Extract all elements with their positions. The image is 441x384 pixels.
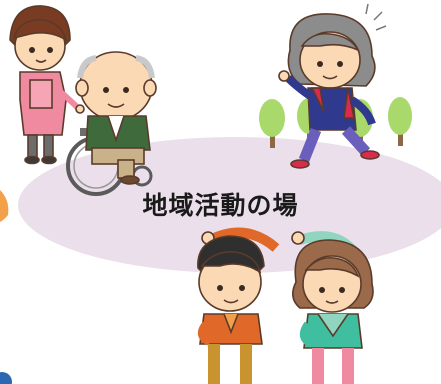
edge-ornament-orange xyxy=(0,190,9,222)
stretching-elder-woman-figure xyxy=(291,231,374,384)
edge-ornament-blue xyxy=(0,372,12,384)
tree-icon xyxy=(259,99,285,148)
caption-label: 地域活動の場 xyxy=(142,191,299,220)
stretching-elder-man-figure xyxy=(197,227,280,384)
tree-icon xyxy=(388,97,412,146)
running-elder-figure xyxy=(278,3,387,169)
wheelchair-elder-figure xyxy=(66,51,157,196)
caregiver-figure xyxy=(9,5,85,165)
